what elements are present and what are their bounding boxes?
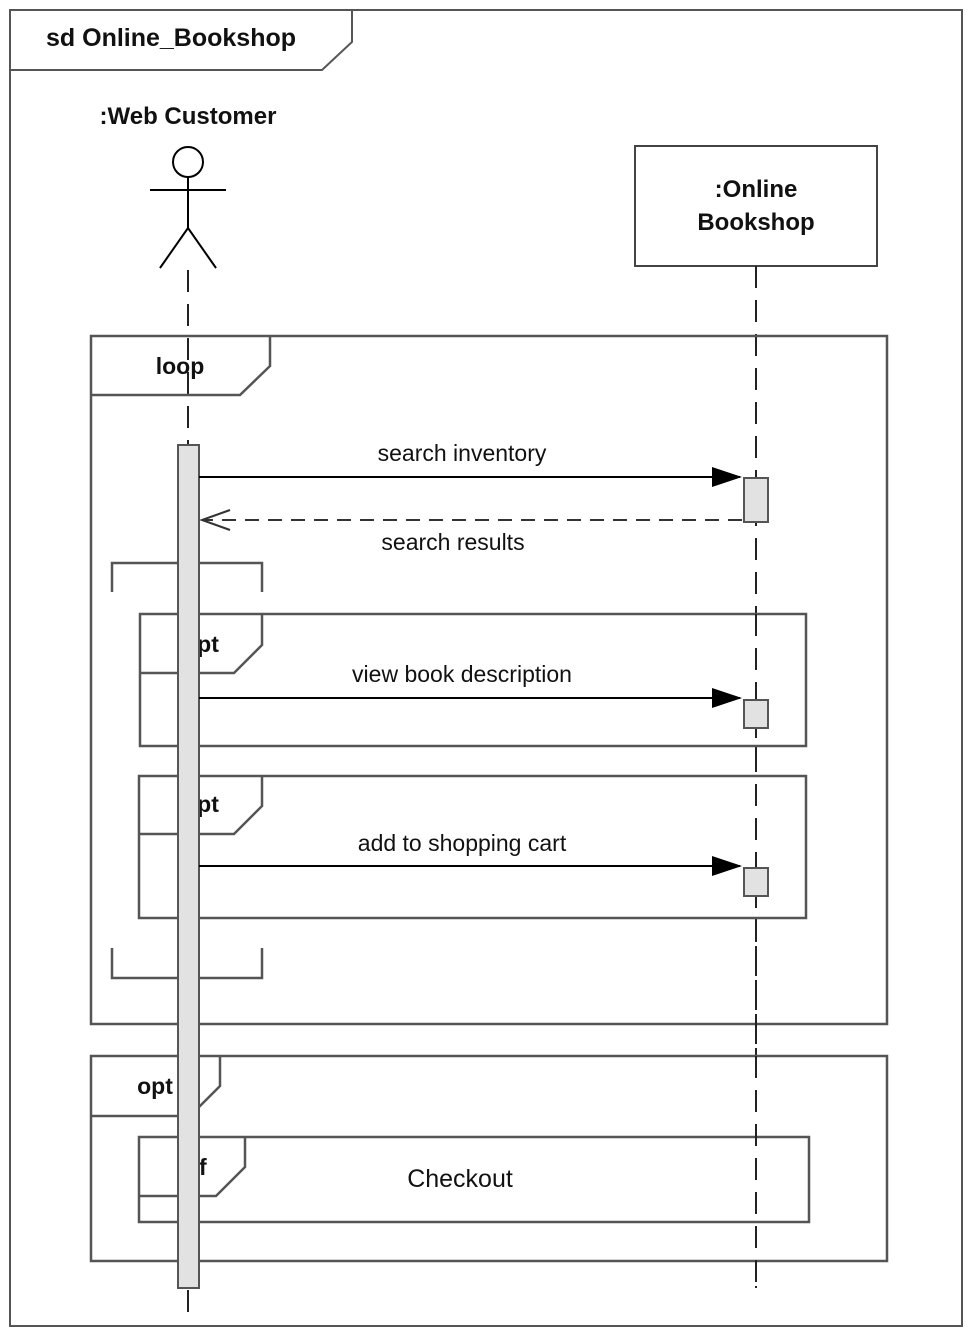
opt-fragment-cart: opt <box>137 774 808 920</box>
loop-fragment: loop <box>89 334 889 1026</box>
frame-title: sd Online_Bookshop <box>46 24 296 52</box>
ref-label: Checkout <box>407 1165 513 1193</box>
message-search-inventory: search inventory <box>199 440 742 487</box>
message-label: search results <box>381 529 524 555</box>
diagram-frame: sd Online_Bookshop <box>9 9 963 1327</box>
object-label-line2: Bookshop <box>697 209 814 236</box>
actor-label: :Web Customer <box>100 103 277 130</box>
opt-fragment-view: opt <box>138 612 808 748</box>
actor-icon <box>150 146 226 269</box>
message-label: add to shopping cart <box>358 830 567 856</box>
opt-operator-label: opt <box>137 1073 173 1099</box>
loop-operator-label: loop <box>156 353 205 379</box>
activation-bookshop-search <box>743 477 769 523</box>
message-add-to-shopping-cart: add to shopping cart <box>199 830 742 876</box>
activation-bookshop-view <box>743 699 769 729</box>
message-view-book-description: view book description <box>199 661 742 708</box>
message-label: search inventory <box>378 440 547 466</box>
object-online-bookshop: :Online Bookshop <box>634 145 878 267</box>
message-label: view book description <box>352 661 572 687</box>
activation-bookshop-cart <box>743 867 769 897</box>
message-search-results: search results <box>199 509 742 555</box>
ref-fragment-checkout: ref Checkout <box>137 1135 811 1224</box>
activation-web-customer <box>177 444 200 1289</box>
object-label-line1: :Online <box>715 176 798 203</box>
actor-web-customer: :Web Customer <box>100 103 277 269</box>
